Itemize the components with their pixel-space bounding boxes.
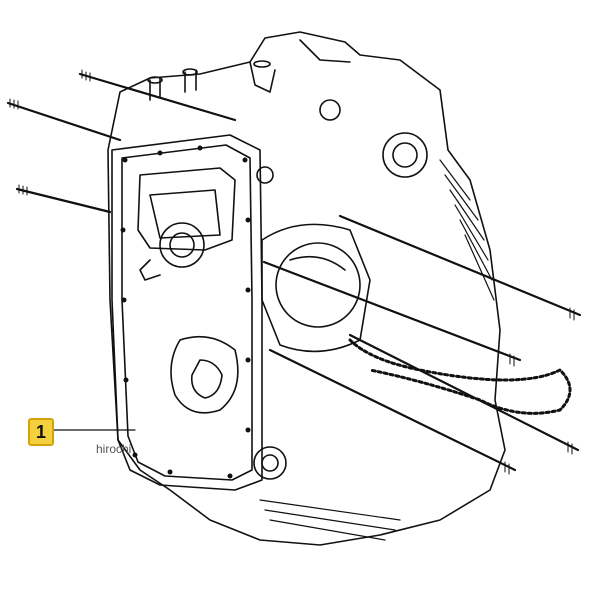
top-bosses bbox=[147, 39, 428, 184]
side-ribs bbox=[259, 159, 495, 541]
timing-chain bbox=[348, 338, 572, 415]
watermark-text: hirochi bbox=[96, 442, 132, 456]
stud-bolts bbox=[6, 69, 582, 475]
cylinder-bore bbox=[261, 223, 371, 353]
crankcase-body bbox=[107, 31, 506, 546]
part-number-callout: 1 bbox=[28, 418, 54, 446]
